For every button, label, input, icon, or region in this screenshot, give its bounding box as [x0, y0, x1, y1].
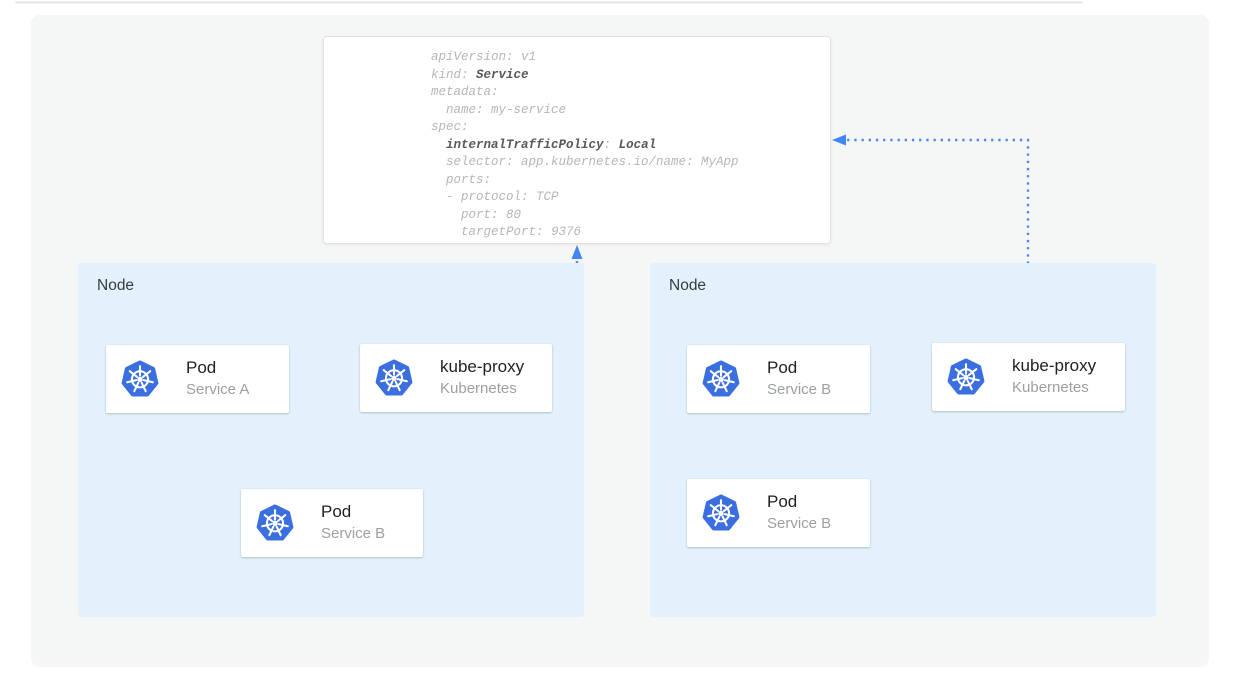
component-subtitle: Kubernetes	[440, 380, 517, 397]
pod-service-b-right-lower-card: Pod Service B	[687, 479, 870, 547]
node-left: Node	[78, 263, 584, 617]
yaml-code-line: targetPort: 9376	[431, 225, 582, 239]
component-title: kube-proxy	[440, 357, 525, 376]
kubernetes-icon	[121, 360, 159, 397]
yaml-code-line: selector: app.kubernetes.io/name: MyApp	[431, 155, 739, 169]
kubernetes-icon	[256, 504, 294, 541]
kubernetes-icon	[947, 358, 985, 395]
component-title: Pod	[321, 502, 352, 521]
service-yaml-card: apiVersion: v1 kind: Service metadata: nam…	[323, 36, 831, 244]
yaml-code-line: ports:	[431, 172, 492, 187]
kubernetes-icon	[702, 494, 740, 531]
component-text: Pod Service B	[321, 501, 385, 544]
component-title: kube-proxy	[1012, 356, 1097, 375]
component-title: Pod	[767, 358, 798, 377]
pod-service-a-card: Pod Service A	[106, 345, 289, 413]
component-subtitle: Kubernetes	[1012, 379, 1089, 396]
yaml-code-line: apiVersion: v1	[431, 50, 537, 64]
component-text: Pod Service B	[767, 491, 831, 534]
yaml-code-line: port: 80	[431, 207, 522, 222]
component-subtitle: Service B	[767, 515, 832, 532]
top-divider-rule	[15, 1, 1083, 4]
node-label: Node	[97, 277, 135, 294]
component-subtitle: Service B	[321, 525, 386, 542]
node-label: Node	[669, 277, 707, 294]
component-text: Pod Service A	[186, 357, 249, 400]
kubernetes-icon	[375, 359, 413, 396]
yaml-code-line: - protocol: TCP	[431, 190, 559, 204]
yaml-code-block: apiVersion: v1 kind: Service metadata: nam…	[431, 49, 830, 242]
diagram-canvas: apiVersion: v1 kind: Service metadata: nam…	[31, 15, 1209, 667]
yaml-code-line: kind: Service	[431, 67, 529, 82]
dotted-arrow-right-kube-proxy-to-service	[832, 134, 1030, 343]
yaml-code-line: spec:	[431, 120, 469, 134]
component-text: Pod Service B	[767, 357, 831, 400]
component-text: kube-proxy Kubernetes	[1012, 355, 1096, 398]
pod-service-b-left-card: Pod Service B	[241, 489, 423, 557]
kube-proxy-right-card: kube-proxy Kubernetes	[932, 343, 1125, 411]
kube-proxy-left-card: kube-proxy Kubernetes	[360, 344, 552, 412]
yaml-code-line: name: my-service	[431, 102, 567, 117]
component-text: kube-proxy Kubernetes	[440, 356, 524, 399]
pod-service-b-right-upper-card: Pod Service B	[687, 345, 870, 413]
component-title: Pod	[186, 358, 217, 377]
kubernetes-icon	[702, 360, 740, 397]
component-subtitle: Service A	[186, 381, 250, 398]
component-title: Pod	[767, 492, 798, 511]
component-subtitle: Service B	[767, 381, 832, 398]
yaml-code-line: metadata:	[431, 85, 499, 99]
node-right: Node	[650, 263, 1156, 617]
yaml-code-line: internalTrafficPolicy: Local	[446, 137, 657, 152]
